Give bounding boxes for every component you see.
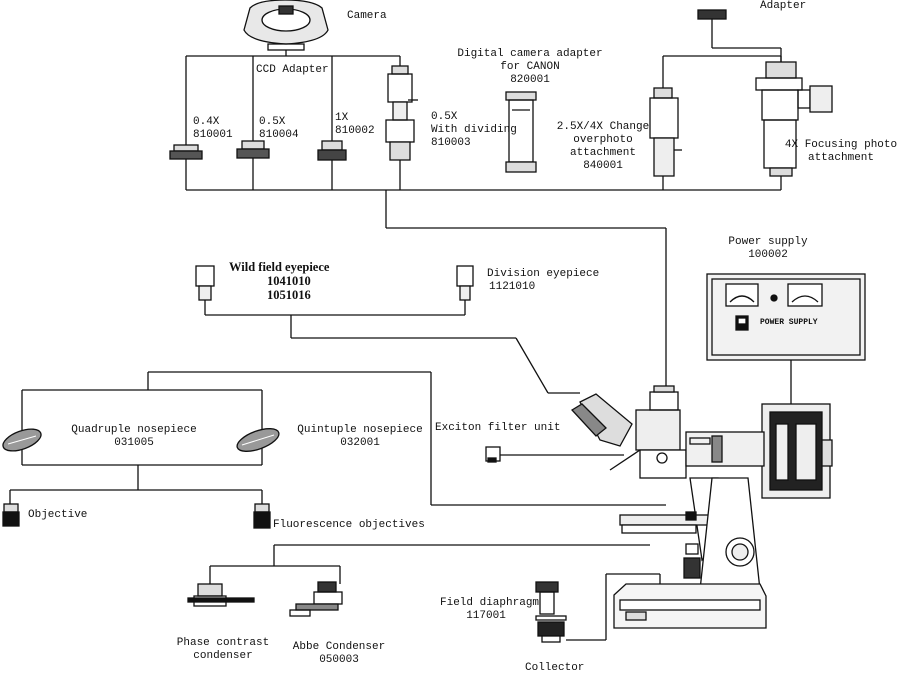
adapter-top-icon bbox=[697, 9, 727, 20]
adapter-1x-label: 1X 810002 bbox=[335, 112, 375, 137]
camera-icon bbox=[243, 0, 329, 51]
adapter-05x-dividing-icon bbox=[385, 65, 418, 161]
adapter-1x-icon bbox=[317, 140, 347, 161]
power-supply-icon bbox=[706, 273, 866, 361]
abbe-condenser-label: Abbe Condenser 050003 bbox=[292, 641, 386, 666]
power-panel-text: POWER SUPPLY bbox=[760, 318, 818, 327]
quadruple-nosepiece-icon bbox=[2, 428, 42, 452]
quadruple-nosepiece-label: Quadruple nosepiece 031005 bbox=[71, 424, 197, 449]
abbe-condenser-icon bbox=[289, 581, 343, 617]
collector-label: Collector bbox=[525, 662, 585, 674]
field-diaphragm-icon bbox=[535, 581, 567, 621]
microscope-icon bbox=[570, 385, 767, 629]
exciton-filter-icon bbox=[485, 446, 501, 463]
exciton-filter-label: Exciton filter unit bbox=[435, 422, 561, 434]
division-eyepiece-label: Division eyepiece 1121010 bbox=[487, 268, 600, 293]
wild-field-eyepiece-label: Wild field eyepiece 1041010 1051016 bbox=[229, 260, 330, 302]
collector-icon bbox=[537, 621, 565, 643]
phase-contrast-condenser-icon bbox=[187, 583, 255, 607]
lamp-house-icon bbox=[761, 403, 833, 499]
ccd-adapter-label: CCD Adapter bbox=[256, 64, 329, 76]
field-diaphragm-label: Field diaphragm 117001 bbox=[440, 597, 540, 622]
wild-field-eyepiece-icon bbox=[195, 265, 215, 301]
power-supply-label: Power supply 100002 bbox=[728, 236, 808, 261]
digital-camera-adapter-icon bbox=[505, 91, 537, 173]
adapter-05x-icon bbox=[236, 140, 270, 159]
adapter-05x-dividing-label: 0.5X With dividing 810003 bbox=[431, 111, 517, 149]
digital-camera-adapter-label: Digital camera adapter for CANON 820001 bbox=[457, 48, 603, 86]
adapter-top-label: Adapter bbox=[760, 0, 807, 12]
focusing-photo-attachment-icon bbox=[755, 61, 833, 177]
adapter-05x-label: 0.5X 810004 bbox=[259, 116, 299, 141]
focusing-photo-attachment-label: 4X Focusing photo attachment bbox=[784, 139, 898, 164]
overphoto-attachment-label: 2.5X/4X Change overphoto attachment 8400… bbox=[556, 121, 650, 172]
objective-icon bbox=[2, 503, 20, 527]
fluorescence-objectives-label: Fluorescence objectives bbox=[273, 519, 425, 531]
quintuple-nosepiece-label: Quintuple nosepiece 032001 bbox=[297, 424, 423, 449]
overphoto-attachment-icon bbox=[649, 87, 682, 177]
phase-contrast-label: Phase contrast condenser bbox=[176, 637, 270, 662]
camera-label: Camera bbox=[347, 10, 387, 22]
quintuple-nosepiece-icon bbox=[236, 428, 280, 452]
adapter-04x-label: 0.4X 810001 bbox=[193, 116, 233, 141]
objective-label: Objective bbox=[28, 509, 88, 521]
division-eyepiece-icon bbox=[456, 265, 474, 301]
fluorescence-objective-icon bbox=[253, 503, 271, 529]
adapter-04x-icon bbox=[169, 144, 203, 160]
